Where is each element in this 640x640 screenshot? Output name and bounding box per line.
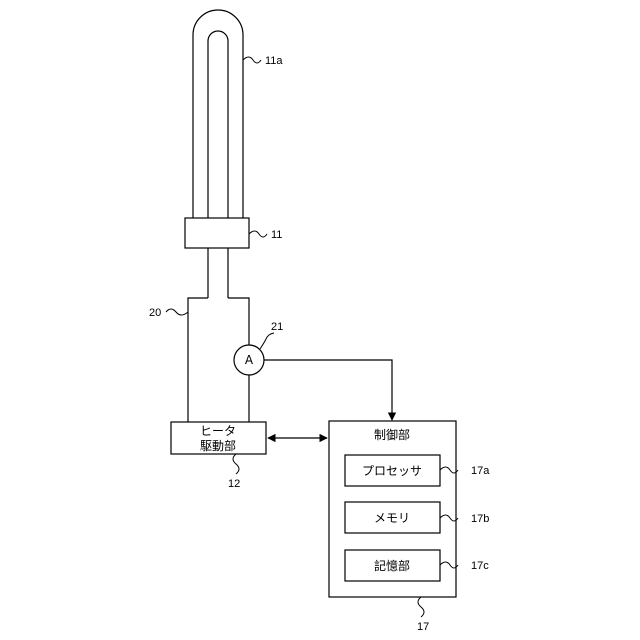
ref-17a: 17a: [471, 465, 490, 477]
ammeter-letter: A: [245, 353, 254, 367]
ref-11a: 11a: [265, 55, 283, 67]
heater-driver-label-line1: ヒータ: [200, 424, 236, 438]
ref-17b: 17b: [471, 513, 489, 525]
ref-17c: 17c: [471, 560, 489, 572]
leader-21: [260, 333, 274, 349]
ref-17: 17: [417, 621, 429, 633]
leader-17: [418, 597, 424, 617]
heater-inner-outline: [208, 31, 228, 218]
ref-21: 21: [271, 321, 283, 333]
leader-20: [166, 309, 188, 315]
leader-11a: [243, 57, 261, 63]
ref-11: 11: [271, 229, 282, 241]
processor-label: プロセッサ: [362, 464, 422, 478]
memory-label: メモリ: [374, 511, 410, 525]
storage-label: 記憶部: [374, 558, 410, 573]
leader-11: [249, 231, 267, 237]
ammeter-signal-line: [264, 360, 392, 420]
ref-12: 12: [228, 478, 240, 490]
leader-12: [233, 454, 239, 474]
heater-flange: [185, 218, 249, 248]
heater-driver-label-line2: 駆動部: [200, 438, 236, 453]
ref-20: 20: [149, 307, 161, 319]
controller-title: 制御部: [374, 427, 410, 442]
heater-outer-outline: [193, 10, 243, 218]
